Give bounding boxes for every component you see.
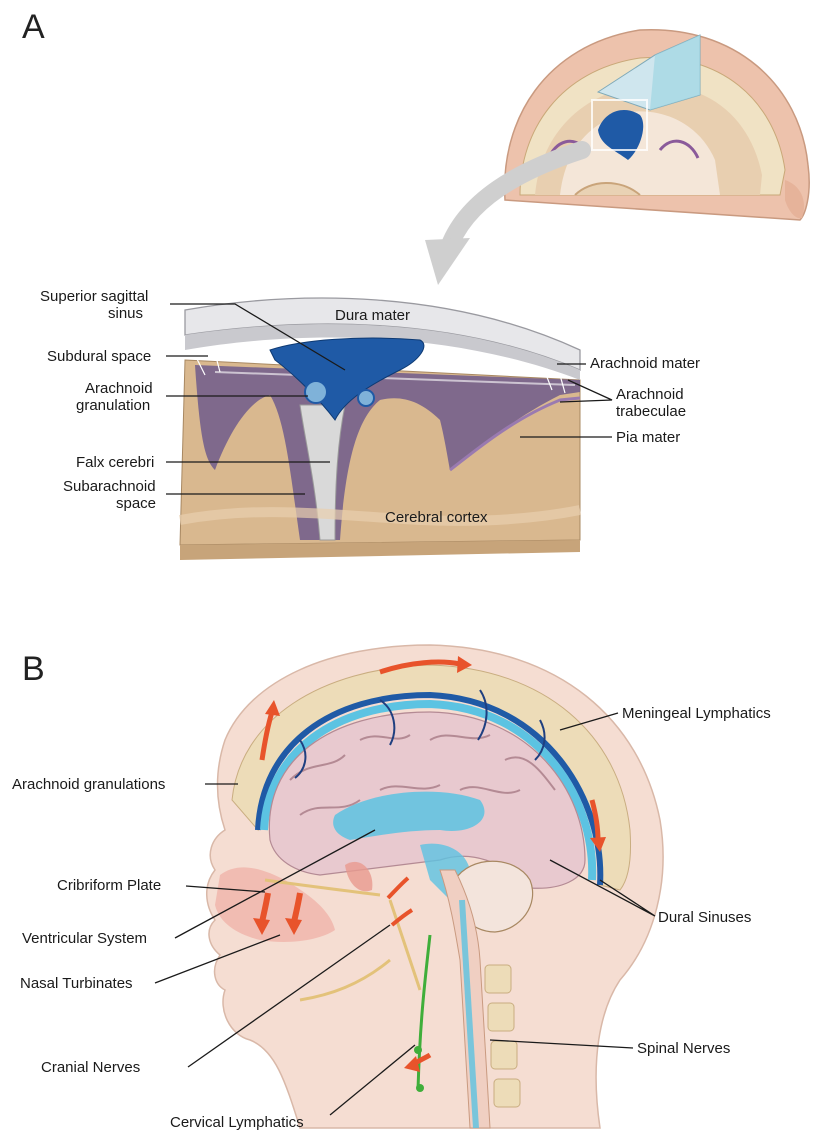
label-superior-sagittal-sinus-1: Superior sagittal [40, 288, 148, 305]
label-meningeal-lymphatics: Meningeal Lymphatics [622, 705, 771, 722]
label-dural-sinuses: Dural Sinuses [658, 909, 751, 926]
head-inset-illustration [505, 30, 810, 220]
label-cerebral-cortex: Cerebral cortex [385, 509, 488, 526]
label-dura-mater: Dura mater [335, 307, 410, 324]
label-arachnoid-mater: Arachnoid mater [590, 355, 700, 372]
label-cervical-lymphatics: Cervical Lymphatics [170, 1114, 304, 1131]
sagittal-head-illustration [207, 645, 663, 1128]
label-pia-mater: Pia mater [616, 429, 680, 446]
panel-b-letter: B [22, 650, 45, 688]
label-cribriform-plate: Cribriform Plate [57, 877, 161, 894]
label-arachnoid-granulations: Arachnoid granulations [12, 776, 165, 793]
label-arachnoid-granulation-2: granulation [76, 397, 150, 414]
label-arachnoid-trabeculae-2: trabeculae [616, 403, 686, 420]
label-ventricular-system: Ventricular System [22, 930, 147, 947]
meninges-block-illustration [180, 298, 580, 560]
label-subarachnoid-space-2: space [116, 495, 156, 512]
label-falx-cerebri: Falx cerebri [76, 454, 154, 471]
label-superior-sagittal-sinus-2: sinus [108, 305, 143, 322]
label-spinal-nerves: Spinal Nerves [637, 1040, 730, 1057]
label-arachnoid-granulation-1: Arachnoid [85, 380, 153, 397]
label-subarachnoid-space-1: Subarachnoid [63, 478, 156, 495]
label-cranial-nerves: Cranial Nerves [41, 1059, 140, 1076]
panel-a-letter: A [22, 8, 45, 46]
label-arachnoid-trabeculae-1: Arachnoid [616, 386, 684, 403]
label-nasal-turbinates: Nasal Turbinates [20, 975, 133, 992]
label-subdural-space: Subdural space [47, 348, 151, 365]
